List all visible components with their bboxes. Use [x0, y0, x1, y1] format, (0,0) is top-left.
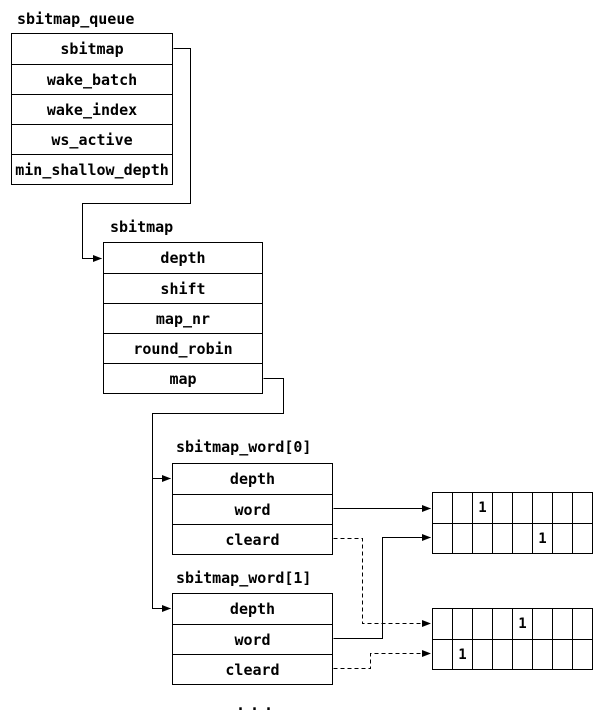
- field-row-wake-index: wake_index: [12, 94, 172, 124]
- bit-cell: [492, 524, 512, 553]
- field-row-sbitmap: sbitmap: [60, 40, 124, 58]
- bit-cell: [433, 609, 452, 639]
- bit-array-cleared: 1 1: [432, 608, 593, 670]
- field-row-depth: depth: [229, 600, 276, 618]
- bit-cell: [433, 640, 452, 669]
- bit-cell: [512, 524, 532, 553]
- field-row-round-robin: round_robin: [104, 333, 262, 363]
- bit-cell: [572, 640, 592, 669]
- bit-cell: [552, 609, 572, 639]
- field-row-ws-active: ws_active: [12, 124, 172, 154]
- bit-cell: [433, 524, 452, 553]
- bit-cell: [433, 493, 452, 523]
- field-row-word: word: [173, 494, 332, 524]
- bit-array-row: 1: [433, 493, 592, 523]
- bit-array-word: 1 1: [432, 492, 593, 554]
- struct-title-sbitmap-word-1: sbitmap_word[1]: [176, 569, 312, 587]
- connector-word1-word-to-bit-array: [333, 534, 431, 639]
- bit-cell: [532, 609, 552, 639]
- connector-word1-cleard-to-cleared-array: [333, 650, 431, 669]
- bit-cell: [552, 493, 572, 523]
- struct-title-sbitmap-word-0: sbitmap_word[0]: [176, 438, 312, 456]
- bit-cell: [572, 609, 592, 639]
- bit-array-row: 1: [433, 609, 592, 639]
- struct-title-sbitmap-queue: sbitmap_queue: [17, 10, 135, 28]
- bit-cell: 1: [512, 609, 532, 639]
- field-row-depth: depth: [160, 249, 206, 267]
- bit-cell: [552, 640, 572, 669]
- bit-cell: [472, 524, 492, 553]
- bit-cell: [552, 524, 572, 553]
- bit-cell: [492, 609, 512, 639]
- bit-cell: [532, 640, 552, 669]
- field-row-shift: shift: [104, 273, 262, 303]
- field-row-depth: depth: [229, 470, 276, 488]
- struct-title-sbitmap: sbitmap: [110, 218, 174, 236]
- bit-cell: [452, 493, 472, 523]
- bit-cell: [472, 640, 492, 669]
- bit-cell: [472, 609, 492, 639]
- struct-box-sbitmap-word-0: depth word cleard: [172, 463, 333, 555]
- bit-cell: [512, 640, 532, 669]
- bit-cell: [452, 524, 472, 553]
- connector-word0-cleard-to-cleared-array: [333, 538, 431, 627]
- bit-cell: [452, 609, 472, 639]
- bit-cell: [572, 524, 592, 553]
- bit-cell: [572, 493, 592, 523]
- bit-cell: [512, 493, 532, 523]
- struct-box-sbitmap-queue: sbitmap wake_batch wake_index ws_active …: [11, 33, 173, 185]
- field-row-map-nr: map_nr: [104, 303, 262, 333]
- bit-cell: [532, 493, 552, 523]
- struct-box-sbitmap-word-1: depth word cleard: [172, 593, 333, 685]
- ellipsis-more-words: ...: [236, 696, 279, 714]
- bit-cell: [492, 640, 512, 669]
- field-row-word: word: [173, 624, 332, 654]
- field-row-min-shallow-depth: min_shallow_depth: [12, 154, 172, 184]
- bit-array-row: 1: [433, 523, 592, 553]
- bit-cell: 1: [532, 524, 552, 553]
- field-row-cleard: cleard: [173, 654, 332, 684]
- bit-cell: 1: [472, 493, 492, 523]
- field-row-map: map: [104, 363, 262, 393]
- field-row-cleard: cleard: [173, 524, 332, 554]
- field-row-wake-batch: wake_batch: [12, 64, 172, 94]
- bit-cell: 1: [452, 640, 472, 669]
- struct-box-sbitmap: depth shift map_nr round_robin map: [103, 242, 263, 394]
- bit-array-row: 1: [433, 639, 592, 669]
- bit-cell: [492, 493, 512, 523]
